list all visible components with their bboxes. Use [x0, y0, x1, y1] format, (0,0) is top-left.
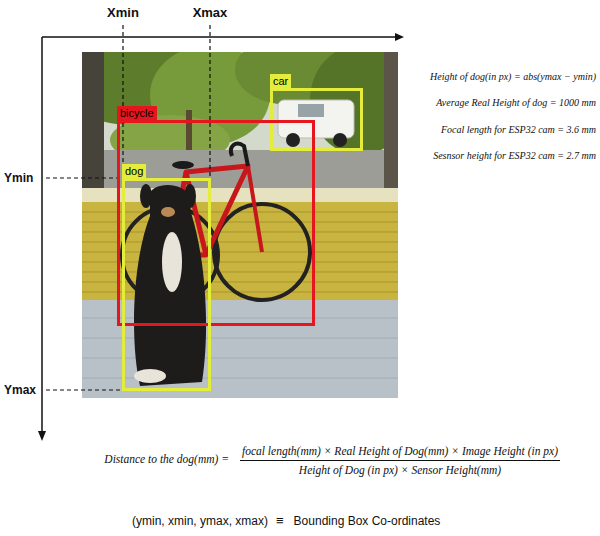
bounding-box: bicycle	[117, 120, 315, 326]
class-label: dog	[122, 164, 146, 178]
dog	[134, 184, 206, 386]
axes	[38, 33, 404, 441]
bicycle	[248, 166, 262, 252]
bounding-box: dog	[122, 178, 211, 391]
porch-floor	[82, 300, 398, 398]
parameter-note: Height of dog(in px) = abs(ymax − ymin)	[430, 70, 596, 83]
car	[333, 133, 347, 147]
railing	[82, 188, 398, 202]
photo	[82, 52, 398, 398]
dog	[134, 369, 166, 383]
axis-label: Xmax	[193, 5, 228, 21]
class-label: car	[270, 74, 291, 88]
axes	[42, 36, 396, 38]
axis-label: Xmin	[107, 5, 139, 21]
dog	[140, 184, 152, 208]
house-wall	[82, 222, 398, 223]
bicycle	[172, 161, 194, 169]
house-wall	[82, 272, 398, 273]
dashed-guide	[46, 177, 123, 178]
axes	[41, 37, 43, 432]
house-wall	[82, 202, 398, 302]
house-wall	[82, 242, 398, 243]
formula-text: Distance to the dog(mm) =	[104, 452, 229, 466]
house-wall	[82, 202, 398, 302]
porch-floor	[82, 338, 398, 339]
dashed-guide	[122, 25, 123, 178]
car	[298, 104, 324, 117]
parameter-note: Average Real Height of dog = 1000 mm	[436, 96, 596, 109]
dashed-guide	[46, 25, 210, 390]
dog	[162, 232, 182, 292]
house-wall	[82, 292, 398, 293]
coordinate-note: (ymin, xmin, ymax, xmax)	[132, 514, 268, 529]
porch-floor	[82, 318, 398, 319]
car	[278, 100, 354, 147]
parameter-note: Sesnsor height for ESP32 cam = 2.7 mm	[433, 149, 596, 162]
dog	[184, 184, 196, 208]
parameter-note: Focal length for ESP32 cam = 3.6 mm	[441, 123, 596, 136]
house-wall	[82, 262, 398, 263]
porch-floor	[82, 378, 398, 379]
house-wall	[82, 252, 398, 253]
porch-floor	[82, 358, 398, 359]
car	[278, 100, 354, 138]
formula-numerator: focal length(mm) × Real Height of Dog(mm…	[242, 444, 558, 458]
equivalence-sign: ≡	[276, 513, 284, 529]
dog	[134, 185, 206, 386]
axes	[38, 431, 46, 441]
porch-floor	[82, 300, 398, 398]
formula-denominator: Height of Dog (in px) × Sensor Height(mm…	[299, 463, 501, 477]
class-label: bicycle	[117, 106, 157, 120]
dog	[161, 207, 175, 217]
bicycle	[231, 144, 248, 166]
axis-label: Ymin	[4, 171, 33, 186]
fraction-bar	[240, 460, 560, 461]
coordinate-note: Bounding Box Co-ordinates	[294, 514, 441, 529]
dashed-guide	[209, 25, 210, 178]
dashed-guide	[46, 389, 123, 390]
axes	[395, 33, 404, 41]
car	[286, 133, 300, 147]
house-wall	[82, 212, 398, 213]
axis-label: Ymax	[4, 383, 36, 398]
